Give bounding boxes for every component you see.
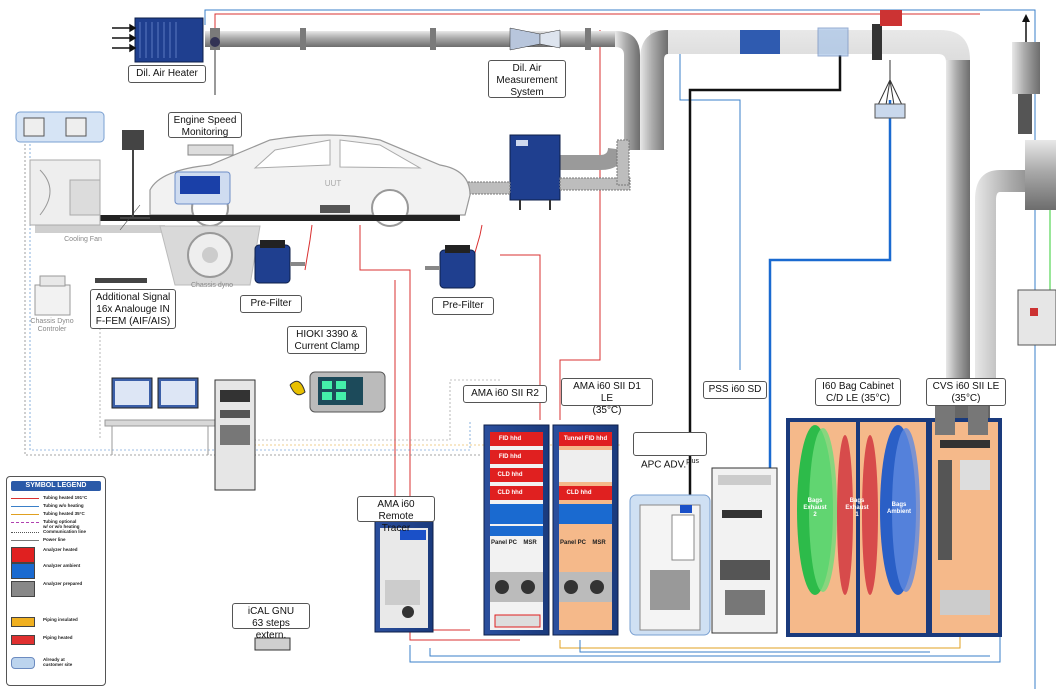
- legend-swatch: [11, 657, 35, 669]
- rack-label-tunnel-fid: Tunnel FID hhd: [559, 436, 612, 443]
- rack-label-msr-1: MSR: [520, 540, 540, 547]
- legend-text: Already at customer site: [43, 657, 72, 667]
- rack-label-bags-exhaust-1: Bags Exhaust 1: [842, 498, 872, 519]
- legend-title: SYMBOL LEGEND: [11, 481, 101, 491]
- rack-label-fid-hhd-1: FID hhd: [490, 436, 530, 443]
- label-bag-cabinet: I60 Bag Cabinet C/D LE (35°C): [815, 378, 901, 406]
- legend-swatch: [11, 581, 35, 597]
- legend-item: Analyzer ambient: [11, 563, 103, 573]
- label-engine-speed: Engine Speed Monitoring: [168, 112, 242, 138]
- pre-filter-units: [255, 240, 475, 288]
- rack-label-bags-exhaust-2: Bags Exhaust 2: [800, 498, 830, 519]
- legend-item: Piping heated: [11, 635, 103, 645]
- bag-cabinet: [788, 420, 928, 635]
- label-apc-adv-text: APC ADV.: [641, 459, 686, 470]
- ama-sii-d1-rack: [553, 425, 618, 635]
- cvs-blower: [975, 14, 1056, 400]
- apc-adv-plus-unit: [630, 495, 710, 635]
- label-dil-air-heater: Dil. Air Heater: [128, 65, 206, 83]
- hioki-meter: [290, 372, 385, 412]
- label-chassis-dyno: Chassis dyno: [182, 282, 242, 290]
- cvs-i60-cabinet: [930, 405, 1000, 635]
- pss-i60-rack: [712, 468, 777, 633]
- label-hioki: HIOKI 3390 & Current Clamp: [287, 326, 367, 354]
- legend-item: Already at customer site: [11, 657, 103, 667]
- heat-exchanger: [462, 135, 630, 210]
- label-pss: PSS i60 SD: [703, 381, 767, 399]
- legend-swatch: [11, 563, 35, 579]
- legend-swatch: [11, 522, 39, 524]
- legend-text: Tubing optional w/ or w/o heating: [43, 519, 80, 529]
- legend-text: Tubing w/o heating: [43, 503, 84, 508]
- dil-air-heater: [112, 18, 220, 95]
- rack-label-msr-2: MSR: [589, 540, 609, 547]
- rack-label-panel-pc-1: Panel PC: [490, 540, 518, 547]
- label-apc-adv: APC ADV.plus: [633, 432, 707, 456]
- legend-text: Power line: [43, 537, 66, 542]
- symbol-legend: SYMBOL LEGEND Tubing heated 191°C Tubing …: [6, 476, 106, 686]
- label-ical: iCAL GNU 63 steps extern.: [232, 603, 310, 629]
- label-dil-air-measurement: Dil. Air Measurement System: [488, 60, 566, 98]
- rack-label-fid-hhd-2: FID hhd: [490, 454, 530, 461]
- legend-swatch: [11, 514, 39, 515]
- control-workstation: [105, 378, 255, 490]
- legend-text: Analyzer prepared: [43, 581, 82, 586]
- rack-label-panel-pc-2: Panel PC: [559, 540, 587, 547]
- ama-remote-tracer-rack: [375, 520, 433, 632]
- label-cvs: CVS i60 SII LE (35°C): [926, 378, 1006, 406]
- label-ama-sii-r2: AMA i60 SII R2: [463, 385, 547, 403]
- legend-text: Piping insulated: [43, 617, 78, 622]
- label-cooling-fan: Cooling Fan: [48, 236, 118, 244]
- legend-item: Tubing optional w/ or w/o heating: [11, 519, 103, 529]
- label-additional-signal: Additional Signal 16x Analouge IN F-FEM …: [90, 289, 176, 329]
- legend-swatch: [11, 498, 39, 499]
- legend-text: Analyzer ambient: [43, 563, 80, 568]
- label-uut: UUT: [318, 180, 348, 188]
- label-apc-plus: plus: [686, 458, 699, 465]
- label-chassis-dyno-controler: Chassis Dyno Controler: [22, 318, 82, 334]
- legend-swatch: [11, 532, 39, 534]
- legend-text: Communication line: [43, 529, 86, 534]
- legend-item: Analyzer heated: [11, 547, 103, 557]
- label-ama-remote-tracer: AMA i60 Remote Tracer: [357, 496, 435, 522]
- rack-label-cld-hhd-1: CLD hhd: [490, 472, 530, 479]
- label-pre-filter-2: Pre-Filter: [432, 297, 494, 315]
- legend-text: Tubing heated 191°C: [43, 495, 87, 500]
- rack-label-cld-hhd-2: CLD hhd: [490, 490, 530, 497]
- legend-item: Piping insulated: [11, 617, 103, 627]
- rack-label-cld-hhd-d1: CLD hhd: [559, 490, 599, 497]
- legend-item: Power line: [11, 537, 103, 547]
- legend-text: Tubing heated 35°C: [43, 511, 85, 516]
- legend-swatch: [11, 540, 39, 542]
- cvs-tunnel: [640, 10, 990, 425]
- legend-swatch: [11, 547, 35, 563]
- legend-swatch: [11, 506, 39, 507]
- label-pre-filter-1: Pre-Filter: [240, 295, 302, 313]
- legend-text: Piping heated: [43, 635, 73, 640]
- label-ama-sii-d1: AMA i60 SII D1 LE (35°C): [561, 378, 653, 406]
- rack-label-bags-ambient: Bags Ambient: [884, 502, 914, 516]
- legend-item: Analyzer prepared: [11, 581, 103, 591]
- vehicle-uut: [30, 130, 470, 285]
- legend-swatch: [11, 635, 35, 645]
- legend-text: Analyzer heated: [43, 547, 78, 552]
- top-left-devices: [16, 112, 104, 142]
- legend-swatch: [11, 617, 35, 627]
